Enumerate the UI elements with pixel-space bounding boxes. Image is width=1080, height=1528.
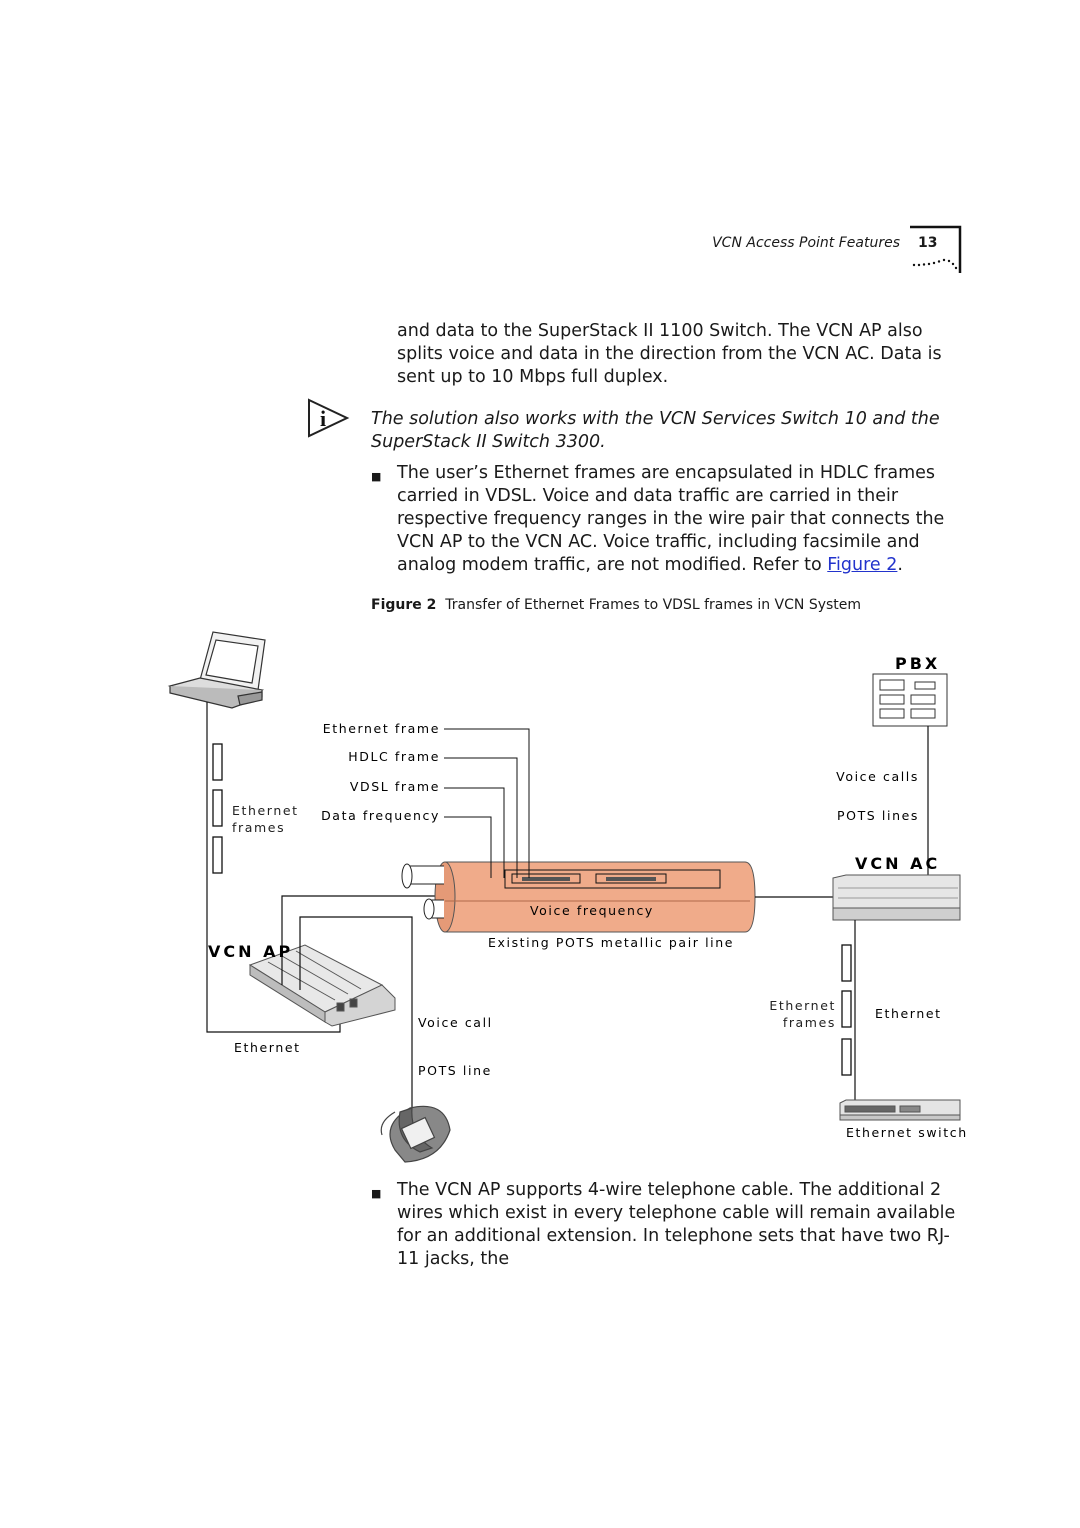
pots-lines-label: POTS lines bbox=[837, 808, 919, 823]
figure-2-link[interactable]: Figure 2 bbox=[827, 555, 898, 575]
bullet1-end: . bbox=[897, 555, 903, 575]
info-note-icon: i bbox=[308, 398, 350, 438]
figure-label: Figure 2 bbox=[371, 597, 437, 613]
pbx-device bbox=[872, 673, 948, 727]
vdsl-frame-label: VDSL frame bbox=[350, 779, 440, 794]
existing-pots-label: Existing POTS metallic pair line bbox=[488, 935, 734, 950]
ethernet-frames-right-fo: Ethernet frames bbox=[769, 998, 836, 1030]
data-line-ap bbox=[281, 895, 435, 985]
page-number: 13 bbox=[918, 235, 938, 251]
bullet1-text: The user’s Ethernet frames are encapsula… bbox=[397, 463, 945, 575]
frame-pointer-lines bbox=[444, 728, 530, 878]
ethernet-frames-right-label: Ethernet frames bbox=[769, 998, 836, 1030]
page-corner-mark bbox=[910, 225, 962, 273]
bullet-marker: ■ bbox=[371, 1187, 382, 1200]
vcn-ap-device bbox=[248, 944, 396, 1027]
vcn-ap-label: VCN AP bbox=[208, 942, 293, 961]
ethernet-frame-blocks-left bbox=[212, 743, 223, 874]
ethernet-right-label: Ethernet bbox=[875, 1006, 942, 1021]
intro-paragraph: and data to the SuperStack II 1100 Switc… bbox=[397, 321, 942, 387]
voice-frequency-label: Voice frequency bbox=[530, 903, 654, 918]
voice-call-label: Voice call bbox=[418, 1015, 493, 1030]
vcn-ac-device bbox=[832, 874, 961, 921]
ethernet-frame-label: Ethernet frame bbox=[323, 721, 440, 736]
laptop-icon bbox=[167, 631, 266, 709]
running-header-title: VCN Access Point Features bbox=[712, 235, 900, 251]
bullet-paragraph-1: The user’s Ethernet frames are encapsula… bbox=[397, 462, 972, 577]
vcn-diagram: PBX VCN AC VCN AP Ethernet frame HDLC fr… bbox=[167, 631, 968, 1163]
ethernet-left-label: Ethernet bbox=[234, 1040, 301, 1055]
figure-caption-text: Transfer of Ethernet Frames to VDSL fram… bbox=[445, 597, 862, 613]
data-frequency-label: Data frequency bbox=[321, 808, 440, 823]
pots-cable bbox=[401, 861, 756, 933]
vcn-ac-label: VCN AC bbox=[855, 854, 940, 873]
voice-line-ap bbox=[299, 916, 413, 1115]
hdlc-frame-label: HDLC frame bbox=[348, 749, 440, 764]
ethernet-switch-label: Ethernet switch bbox=[846, 1125, 968, 1140]
pots-line-label: POTS line bbox=[418, 1063, 492, 1078]
pbx-label: PBX bbox=[895, 654, 940, 673]
note-text: The solution also works with the VCN Ser… bbox=[371, 409, 940, 452]
ethernet-switch-device bbox=[839, 1099, 961, 1121]
bullet-marker: ■ bbox=[371, 470, 382, 483]
ethernet-frames-left-fo: Ethernet frames bbox=[232, 803, 299, 835]
figure-caption: Figure 2 Transfer of Ethernet Frames to … bbox=[371, 597, 861, 613]
voice-calls-label: Voice calls bbox=[836, 769, 919, 784]
svg-text:i: i bbox=[320, 406, 326, 431]
bullet-paragraph-2: The VCN AP supports 4-wire telephone cab… bbox=[397, 1180, 956, 1269]
ethernet-frames-left-label: Ethernet frames bbox=[232, 803, 299, 835]
ethernet-frame-blocks-right bbox=[841, 944, 852, 1076]
telephone-icon bbox=[380, 1105, 451, 1163]
